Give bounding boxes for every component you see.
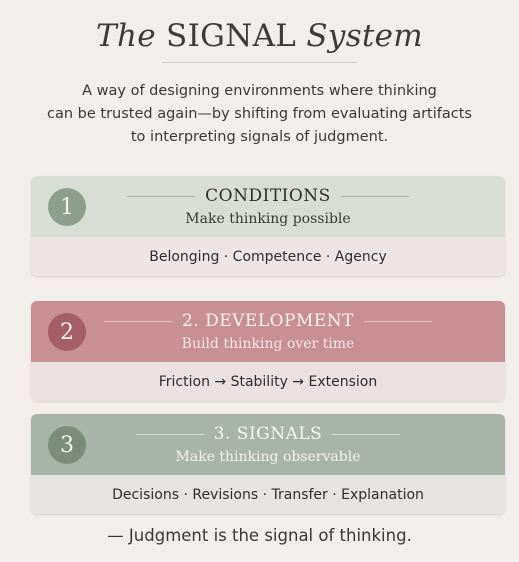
section-card-signals: 3 3. SIGNALS Make thinking observable De… (31, 414, 505, 514)
title-rule-right (332, 433, 401, 435)
section-title-row: 2. DEVELOPMENT (31, 311, 505, 331)
section-items: Belonging · Competence · Agency (31, 237, 505, 276)
section-number-badge: 1 (48, 188, 86, 226)
section-header: 3 3. SIGNALS Make thinking observable (31, 414, 505, 475)
title-divider (162, 62, 357, 63)
intro-line-3: to interpreting signals of judgment. (130, 129, 389, 145)
section-card-development: 2 2. DEVELOPMENT Build thinking over tim… (31, 301, 505, 401)
section-title: CONDITIONS (205, 186, 331, 206)
section-title-row: CONDITIONS (31, 186, 505, 206)
section-subtitle: Build thinking over time (181, 336, 355, 352)
title-prefix: The (95, 18, 156, 54)
section-number-badge: 2 (48, 313, 86, 351)
title-main: SIGNAL (166, 18, 297, 54)
section-title-row: 3. SIGNALS (31, 424, 505, 444)
title-rule-left (127, 195, 196, 197)
title-suffix: System (306, 18, 424, 54)
title-rule-left (103, 320, 172, 322)
section-title: 3. SIGNALS (213, 424, 323, 444)
section-subtitle: Make thinking possible (185, 211, 351, 227)
title-rule-right (340, 195, 409, 197)
intro-line-1: A way of designing environments where th… (82, 83, 437, 99)
section-number-badge: 3 (48, 426, 86, 464)
intro-line-2: can be trusted again—by shifting from ev… (47, 106, 472, 122)
section-items: Friction → Stability → Extension (31, 362, 505, 401)
section-title: 2. DEVELOPMENT (181, 311, 355, 331)
title-rule-right (364, 320, 433, 322)
page-title: The SIGNAL System (0, 18, 519, 54)
section-subtitle: Make thinking observable (175, 449, 361, 465)
closing-statement: — Judgment is the signal of thinking. (107, 526, 412, 545)
section-card-conditions: 1 CONDITIONS Make thinking possible Belo… (31, 176, 505, 276)
section-header: 2 2. DEVELOPMENT Build thinking over tim… (31, 301, 505, 362)
title-rule-left (135, 433, 204, 435)
section-items: Decisions · Revisions · Transfer · Expla… (31, 475, 505, 514)
intro-text: A way of designing environments where th… (40, 80, 479, 149)
section-header: 1 CONDITIONS Make thinking possible (31, 176, 505, 237)
